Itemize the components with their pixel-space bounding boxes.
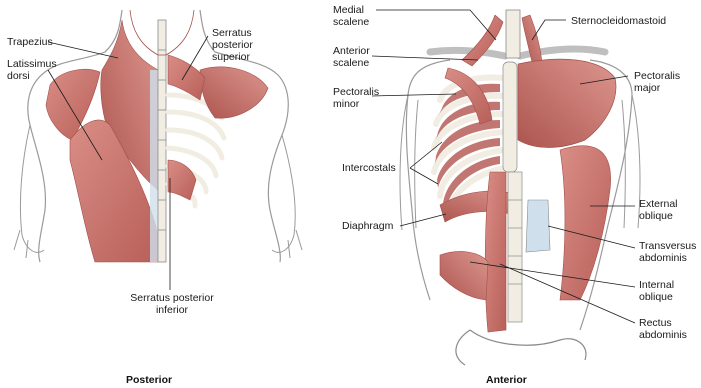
label-pectoralis-minor-line1: Pectoralis (333, 86, 379, 98)
label-transversus-line1: Transversus (639, 240, 696, 252)
anterior-pectoralis-major (518, 59, 616, 147)
label-serratus-inferior-line1: Serratus posterior (120, 292, 224, 304)
label-diaphragm: Diaphragm (342, 220, 393, 232)
label-serratus-superior-line1: Serratus (212, 27, 252, 39)
label-rectus-line2: abdominis (639, 329, 687, 341)
label-sternocleidomastoid: Sternocleidomastoid (571, 15, 666, 27)
anterior-figure (400, 10, 640, 365)
anterior-lumbar-spine (508, 172, 522, 322)
label-pectoralis-major-line2: major (634, 82, 660, 94)
label-medial-scalene-line1: Medial (333, 4, 364, 16)
label-trapezius: Trapezius (7, 36, 53, 48)
label-rectus-line1: Rectus (639, 317, 672, 329)
posterior-figure (14, 10, 302, 262)
posterior-serratus-inferior (168, 160, 196, 200)
label-pectoralis-major-line1: Pectoralis (634, 70, 680, 82)
label-latissimus-line1: Latissimus (7, 58, 57, 70)
anterior-sternum (503, 62, 517, 172)
label-medial-scalene-line2: scalene (333, 16, 369, 28)
anterior-scalenes (462, 15, 503, 66)
anterior-pelvis (456, 330, 586, 365)
anterior-rectus-abdominis (485, 172, 506, 332)
label-serratus-inferior-line2: inferior (120, 304, 224, 316)
label-external-oblique-line1: External (639, 198, 678, 210)
posterior-spine (158, 20, 166, 262)
label-anterior-scalene-line1: Anterior (333, 45, 370, 57)
label-internal-oblique-line1: Internal (639, 279, 674, 291)
label-pectoralis-minor-line2: minor (333, 98, 359, 110)
label-transversus-line2: abdominis (639, 252, 687, 264)
posterior-right-deltoid (200, 67, 268, 118)
label-serratus-superior-line2: posterior (212, 39, 253, 51)
anterior-left-arm (400, 95, 418, 230)
anterior-internal-oblique (440, 251, 488, 300)
label-internal-oblique-line2: oblique (639, 291, 673, 303)
label-anterior-scalene-line2: scalene (333, 57, 369, 69)
anterior-transversus-aponeurosis (526, 200, 550, 252)
label-intercostals: Intercostals (342, 162, 396, 174)
label-latissimus-line2: dorsi (7, 70, 30, 82)
label-external-oblique-line2: oblique (639, 210, 673, 222)
caption-anterior: Anterior (486, 374, 527, 386)
caption-posterior: Posterior (126, 374, 172, 386)
anterior-cervical-spine (506, 10, 520, 58)
label-serratus-superior-line3: superior (212, 51, 250, 63)
posterior-right-arm (272, 135, 302, 258)
